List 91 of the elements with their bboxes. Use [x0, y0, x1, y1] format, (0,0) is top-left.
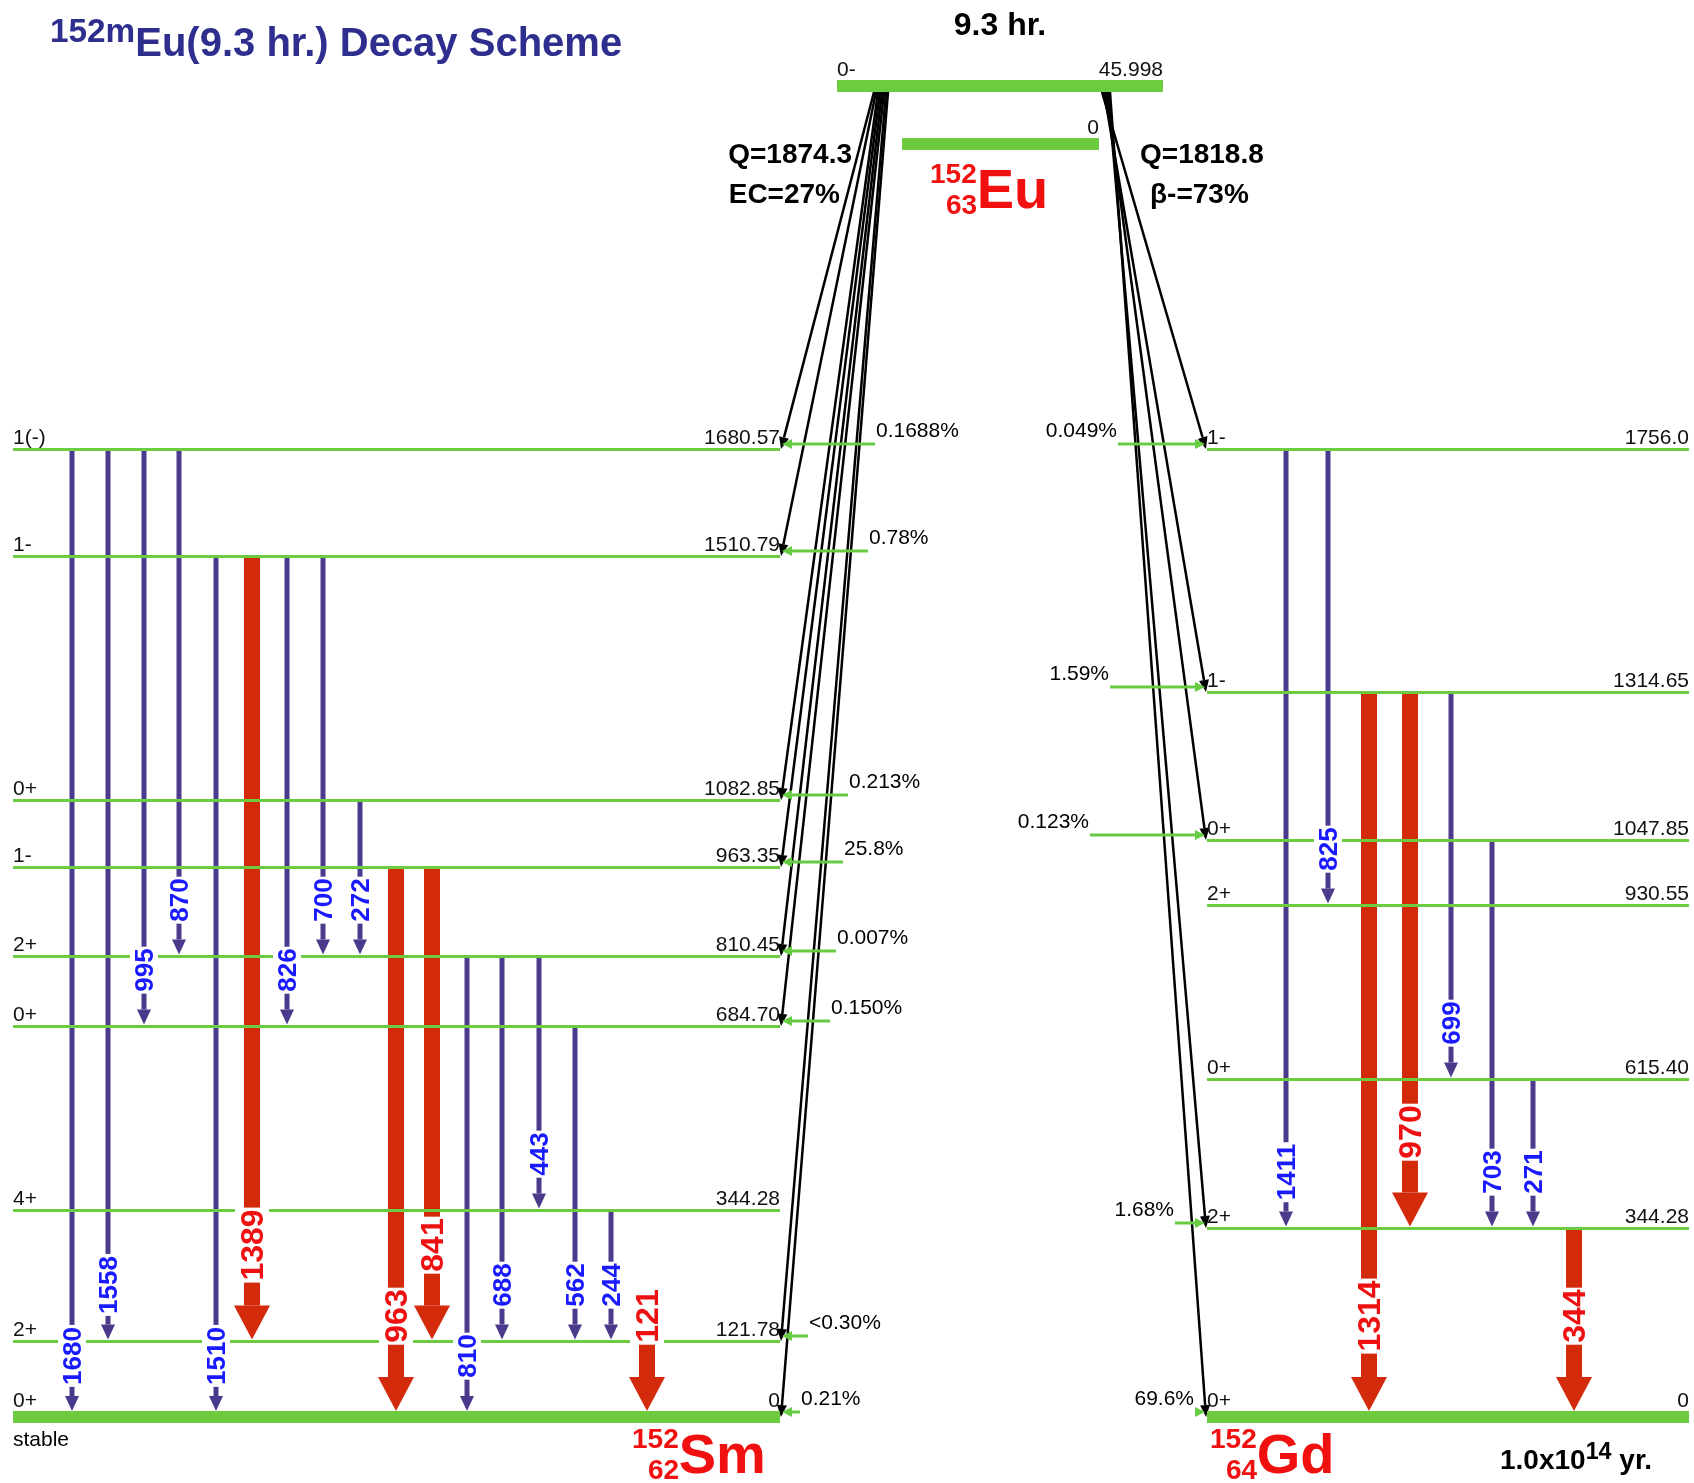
energy-value: 1756.0: [1624, 425, 1689, 447]
stability-label: stable: [13, 1428, 70, 1449]
gamma-arrow: [65, 450, 79, 1411]
spin-parity-label: 0+: [1207, 816, 1231, 838]
energy-value: 930.55: [1624, 881, 1689, 903]
feeding-arrow: [782, 1016, 830, 1026]
spin-parity-label: 2+: [13, 932, 37, 954]
gamma-arrow: [101, 450, 115, 1340]
gamma-arrow: [316, 557, 330, 955]
gamma-arrow: [1485, 841, 1499, 1227]
decay-arrow: [1100, 91, 1208, 449]
gamma-energy-label: 995: [130, 945, 158, 994]
spin-parity-label: 1(-): [13, 425, 46, 447]
feeding-arrow: [782, 546, 868, 556]
energy-value: 1510.79: [704, 532, 780, 554]
decay-mode-label: β-=73%: [1150, 180, 1249, 208]
gamma-arrow: [629, 1342, 665, 1411]
feeding-arrow: [782, 1331, 808, 1341]
gamma-energy-label: 963: [379, 1287, 413, 1345]
spin-parity-label: 1-: [13, 843, 32, 865]
feeding-arrow: [1090, 830, 1205, 840]
energy-value: 45.998: [1098, 58, 1163, 79]
energy-value: 1314.65: [1613, 668, 1689, 690]
feeding-arrow: [782, 857, 843, 867]
decay-mode-label: Q=1818.8: [1140, 140, 1264, 168]
energy-value: 684.70: [715, 1002, 780, 1024]
decay-arrow: [779, 91, 876, 449]
decay-mode-label: Q=1874.3: [728, 140, 852, 168]
gamma-energy-label: 1680: [58, 1325, 86, 1387]
gamma-energy-label: 810: [453, 1332, 481, 1380]
gamma-energy-label: 121: [630, 1287, 664, 1345]
gamma-arrow: [209, 557, 223, 1411]
half-life-label: 1.0x10$^{14}$ yr.: [1500, 1440, 1653, 1475]
spin-parity-label: 0+: [13, 776, 37, 798]
energy-value: 1680.57: [704, 425, 780, 447]
decay-arrow: [1108, 91, 1211, 1417]
spin-parity-label: 2+: [1207, 881, 1231, 903]
gamma-arrow: [378, 868, 414, 1411]
feeding-arrow: [1118, 439, 1205, 449]
spin-parity-label: 2+: [1207, 1204, 1231, 1226]
energy-value: 1047.85: [1613, 816, 1689, 838]
decay-arrow: [778, 91, 878, 556]
gamma-arrow: [1351, 693, 1387, 1411]
decay-arrow: [1106, 91, 1210, 1228]
gamma-arrow: [234, 557, 270, 1340]
feeding-arrow: [782, 946, 836, 956]
energy-value: 1082.85: [704, 776, 780, 798]
gamma-arrow: [1392, 693, 1428, 1227]
energy-value: 810.45: [715, 932, 780, 954]
gamma-energy-label: 1389: [235, 1206, 269, 1283]
gamma-energy-label: 1510: [202, 1325, 230, 1387]
decay-arrow: [1102, 91, 1209, 692]
gamma-energy-label: 826: [273, 945, 301, 994]
spin-parity-label: 0-: [837, 58, 856, 79]
gamma-energy-label: 825: [1314, 824, 1342, 873]
feeding-arrow: [782, 439, 875, 449]
gamma-arrow: [460, 957, 474, 1411]
spin-parity-label: 1-: [1207, 668, 1226, 690]
feeding-arrow: [1193, 1407, 1205, 1417]
feeding-arrow: [782, 1407, 800, 1417]
energy-value: 615.40: [1624, 1055, 1689, 1077]
spin-parity-label: 1-: [1207, 425, 1226, 447]
feeding-arrow: [1110, 682, 1205, 692]
energy-value: 0: [768, 1389, 780, 1410]
energy-value: 121.78: [715, 1317, 780, 1339]
gamma-arrow: [1279, 450, 1293, 1227]
feeding-arrow: [1175, 1218, 1205, 1228]
decay-mode-label: EC=27%: [728, 180, 840, 208]
energy-value: 344.28: [1624, 1204, 1689, 1226]
energy-value: 0: [1087, 116, 1099, 137]
diagram-title: $^{152m}$Eu(9.3 hr.) Decay Scheme: [50, 14, 623, 63]
gamma-arrow: [137, 450, 151, 1025]
spin-parity-label: 2+: [13, 1317, 37, 1339]
energy-value: 963.35: [715, 843, 780, 865]
gamma-arrow: [1444, 693, 1458, 1078]
gamma-arrow: [280, 557, 294, 1025]
gamma-arrow: [495, 957, 509, 1340]
energy-value: 0: [1677, 1389, 1689, 1410]
spin-parity-label: 0+: [1207, 1389, 1231, 1410]
energy-value: 344.28: [715, 1186, 780, 1208]
spin-parity-label: 4+: [13, 1186, 37, 1208]
spin-parity-label: 1-: [13, 532, 32, 554]
gamma-arrow: [172, 450, 186, 955]
decay-arrow: [1104, 91, 1210, 840]
half-life-label: 9.3 hr.: [953, 8, 1047, 40]
feeding-arrow: [782, 790, 848, 800]
spin-parity-label: 0+: [13, 1002, 37, 1024]
spin-parity-label: 0+: [1207, 1055, 1231, 1077]
spin-parity-label: 0+: [13, 1389, 37, 1410]
gamma-arrow: [414, 868, 450, 1340]
gamma-arrow: [1321, 450, 1335, 904]
